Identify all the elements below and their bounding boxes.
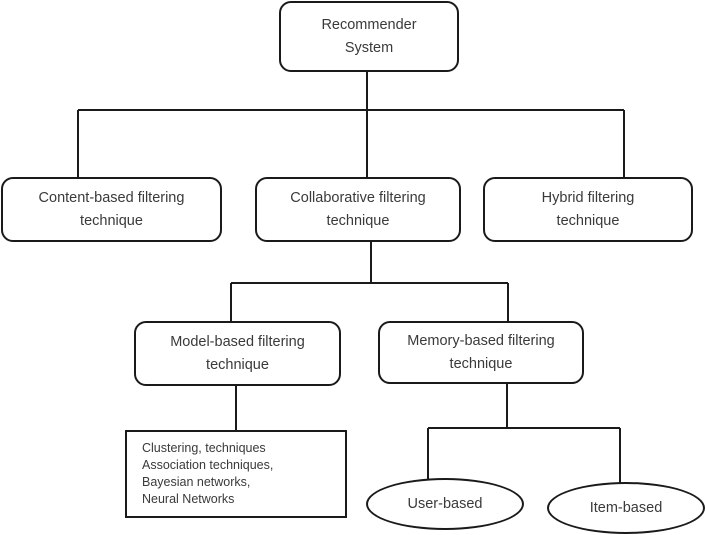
node-label-line: Hybrid filtering <box>541 189 635 206</box>
node-label-line: technique <box>556 212 620 229</box>
node-recommender-system: Recommender System <box>279 1 459 72</box>
node-label-line: User-based <box>407 495 483 512</box>
node-label-line: System <box>344 39 394 56</box>
technique-item: Bayesian networks, <box>142 475 251 489</box>
node-label-line: technique <box>80 212 143 229</box>
node-content-based-filtering: Content-based filtering technique <box>1 177 222 242</box>
node-model-based-filtering: Model-based filtering technique <box>134 321 341 386</box>
node-hybrid-filtering: Hybrid filtering technique <box>483 177 693 242</box>
node-model-techniques-list: Clustering, techniques Association techn… <box>125 430 347 518</box>
technique-item: Association techniques, <box>142 458 274 472</box>
node-label-line: technique <box>206 356 269 373</box>
node-item-based: Item-based <box>547 482 705 534</box>
technique-item: Clustering, techniques <box>142 441 266 455</box>
node-label-line: Item-based <box>589 499 663 516</box>
node-label-line: technique <box>326 212 390 229</box>
node-label-line: technique <box>449 355 513 372</box>
node-label-line: Model-based filtering <box>170 333 305 350</box>
node-label-line: Collaborative filtering <box>290 189 426 206</box>
node-user-based: User-based <box>366 478 524 530</box>
node-label-line: Content-based filtering <box>38 189 185 206</box>
node-collaborative-filtering: Collaborative filtering technique <box>255 177 461 242</box>
node-label-line: Memory-based filtering <box>407 332 555 349</box>
node-label-line: Recommender <box>321 16 417 33</box>
technique-item: Neural Networks <box>142 492 235 506</box>
node-memory-based-filtering: Memory-based filtering technique <box>378 321 584 384</box>
